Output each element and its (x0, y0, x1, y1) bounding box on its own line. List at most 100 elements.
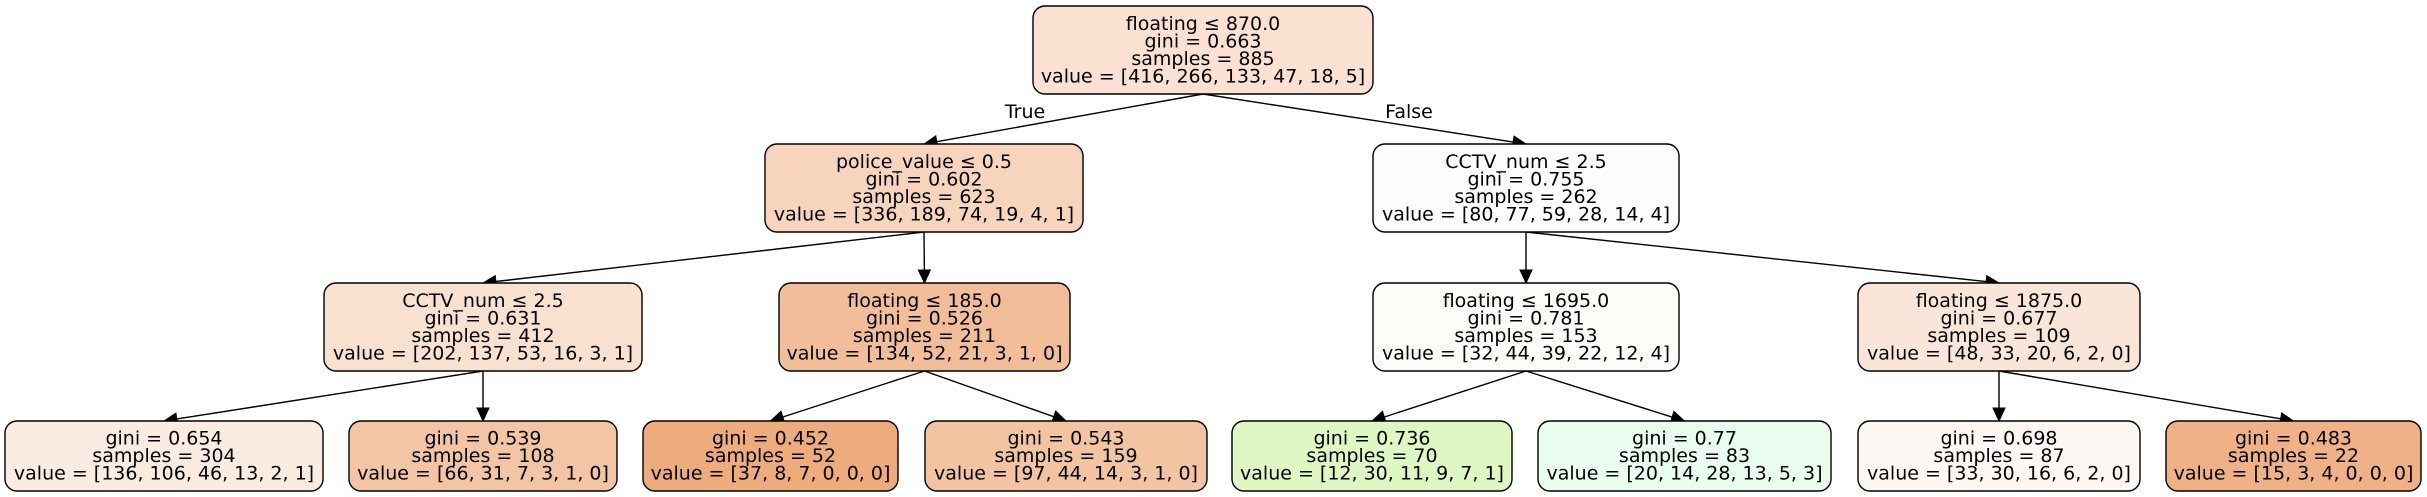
node-text-line: value = [33, 30, 16, 6, 2, 0] (1867, 463, 2131, 485)
edge-line (936, 93, 1204, 143)
arrow-head-icon (917, 269, 932, 285)
tree-edge-n3-n7 (162, 370, 484, 426)
edge-line (1998, 370, 2281, 420)
node-text-line: gini = 0.663 (1144, 30, 1261, 52)
tree-edge-n6-n14 (1998, 370, 2295, 426)
node-text-line: value = [336, 189, 74, 19, 4, 1] (774, 203, 1074, 225)
node-text-line: floating ≤ 185.0 (847, 290, 1001, 312)
node-box (642, 420, 899, 492)
node-text-line: CCTV_num ≤ 2.5 (1445, 151, 1606, 173)
edge-line (176, 370, 484, 420)
node-text-line: gini = 0.602 (865, 168, 982, 190)
node-text-line: samples = 304 (92, 445, 235, 467)
node-text-line: gini = 0.539 (424, 428, 541, 450)
node-text-line: value = [37, 8, 7, 0, 0, 0] (651, 463, 891, 485)
edge-line (1525, 231, 1987, 283)
node-box (1857, 282, 2141, 372)
tree-edge-n1-n3 (481, 231, 925, 289)
node-box (323, 282, 643, 372)
edges-layer: True False (162, 93, 2295, 426)
edge-line (495, 231, 925, 283)
node-text-line: value = [416, 266, 133, 47, 18, 5] (1041, 65, 1365, 87)
node-text-line: samples = 52 (705, 445, 836, 467)
node-text-line: gini = 0.452 (712, 428, 829, 450)
node-box (1231, 420, 1513, 492)
node-text-line: gini = 0.483 (2235, 428, 2352, 450)
node-text-line: value = [136, 106, 46, 13, 2, 1] (14, 463, 314, 485)
edge-line (1202, 93, 1514, 143)
node-text-line: gini = 0.526 (866, 307, 983, 329)
edge-line (924, 370, 1054, 418)
node-box (1372, 143, 1680, 233)
node-box (348, 420, 618, 492)
edge-label: False (1385, 101, 1433, 123)
node-text-line: value = [97, 44, 14, 3, 1, 0] (934, 463, 1198, 485)
node-text-line: samples = 623 (852, 186, 995, 208)
node-text-line: floating ≤ 870.0 (1126, 13, 1280, 35)
node-text-line: police_value ≤ 0.5 (836, 151, 1012, 173)
arrow-head-icon (1519, 269, 1533, 285)
edge-label: True (1004, 101, 1045, 123)
node-text-line: samples = 70 (1306, 445, 1437, 467)
node-text-line: value = [20, 14, 28, 13, 5, 3] (1546, 463, 1822, 485)
node-box (2165, 420, 2422, 492)
tree-edge-n2-n5 (1519, 232, 1533, 285)
node-text-line: gini = 0.543 (1007, 428, 1124, 450)
tree-edge-n0-n1: True (922, 93, 1204, 149)
node-text-line: gini = 0.654 (105, 428, 222, 450)
node-text-line: gini = 0.755 (1467, 168, 1584, 190)
node-box (1537, 420, 1832, 492)
tree-edge-n5-n11 (1370, 370, 1527, 424)
node-text-line: samples = 108 (411, 445, 554, 467)
node-text-line: samples = 22 (2228, 445, 2359, 467)
node-text-line: samples = 83 (1619, 445, 1750, 467)
node-text-line: value = [12, 30, 11, 9, 7, 1] (1240, 463, 1504, 485)
node-text-line: samples = 153 (1454, 325, 1597, 347)
node-text-line: gini = 0.781 (1467, 307, 1584, 329)
tree-edge-n6-n13 (1992, 371, 2006, 423)
tree-edge-n3-n8 (476, 371, 490, 423)
node-text-line: samples = 109 (1927, 325, 2070, 347)
node-text-line: value = [48, 33, 20, 6, 2, 0] (1867, 342, 2131, 364)
tree-edge-n0-n2: False (1202, 93, 1528, 149)
edge-line (782, 370, 925, 418)
node-text-line: samples = 262 (1454, 186, 1597, 208)
node-text-line: floating ≤ 1695.0 (1443, 290, 1610, 312)
node-text-line: value = [32, 44, 39, 22, 12, 4] (1382, 342, 1670, 364)
tree-edge-n4-n9 (769, 370, 925, 424)
edge-line (1384, 370, 1527, 418)
node-box (778, 282, 1071, 372)
node-box (1032, 5, 1374, 95)
node-text-line: CCTV_num ≤ 2.5 (402, 290, 563, 312)
node-text-line: value = [80, 77, 59, 28, 14, 4] (1382, 203, 1670, 225)
node-text-line: value = [202, 137, 53, 16, 3, 1] (333, 342, 633, 364)
node-text-line: gini = 0.698 (1940, 428, 2057, 450)
arrow-head-icon (1992, 407, 2006, 423)
node-text-line: gini = 0.77 (1632, 428, 1737, 450)
tree-edge-n1-n4 (917, 231, 932, 285)
node-text-line: samples = 87 (1933, 445, 2064, 467)
node-box (4, 420, 324, 492)
node-box (1372, 282, 1680, 372)
node-text-line: samples = 885 (1131, 48, 1274, 70)
edge-line (1525, 370, 1673, 418)
tree-edge-n4-n10 (924, 370, 1068, 423)
node-text-line: gini = 0.677 (1940, 307, 2057, 329)
tree-edge-n5-n12 (1525, 370, 1686, 424)
node-text-line: samples = 412 (411, 325, 554, 347)
tree-edge-n2-n6 (1525, 231, 2001, 289)
node-text-line: value = [66, 31, 7, 3, 1, 0] (357, 463, 609, 485)
